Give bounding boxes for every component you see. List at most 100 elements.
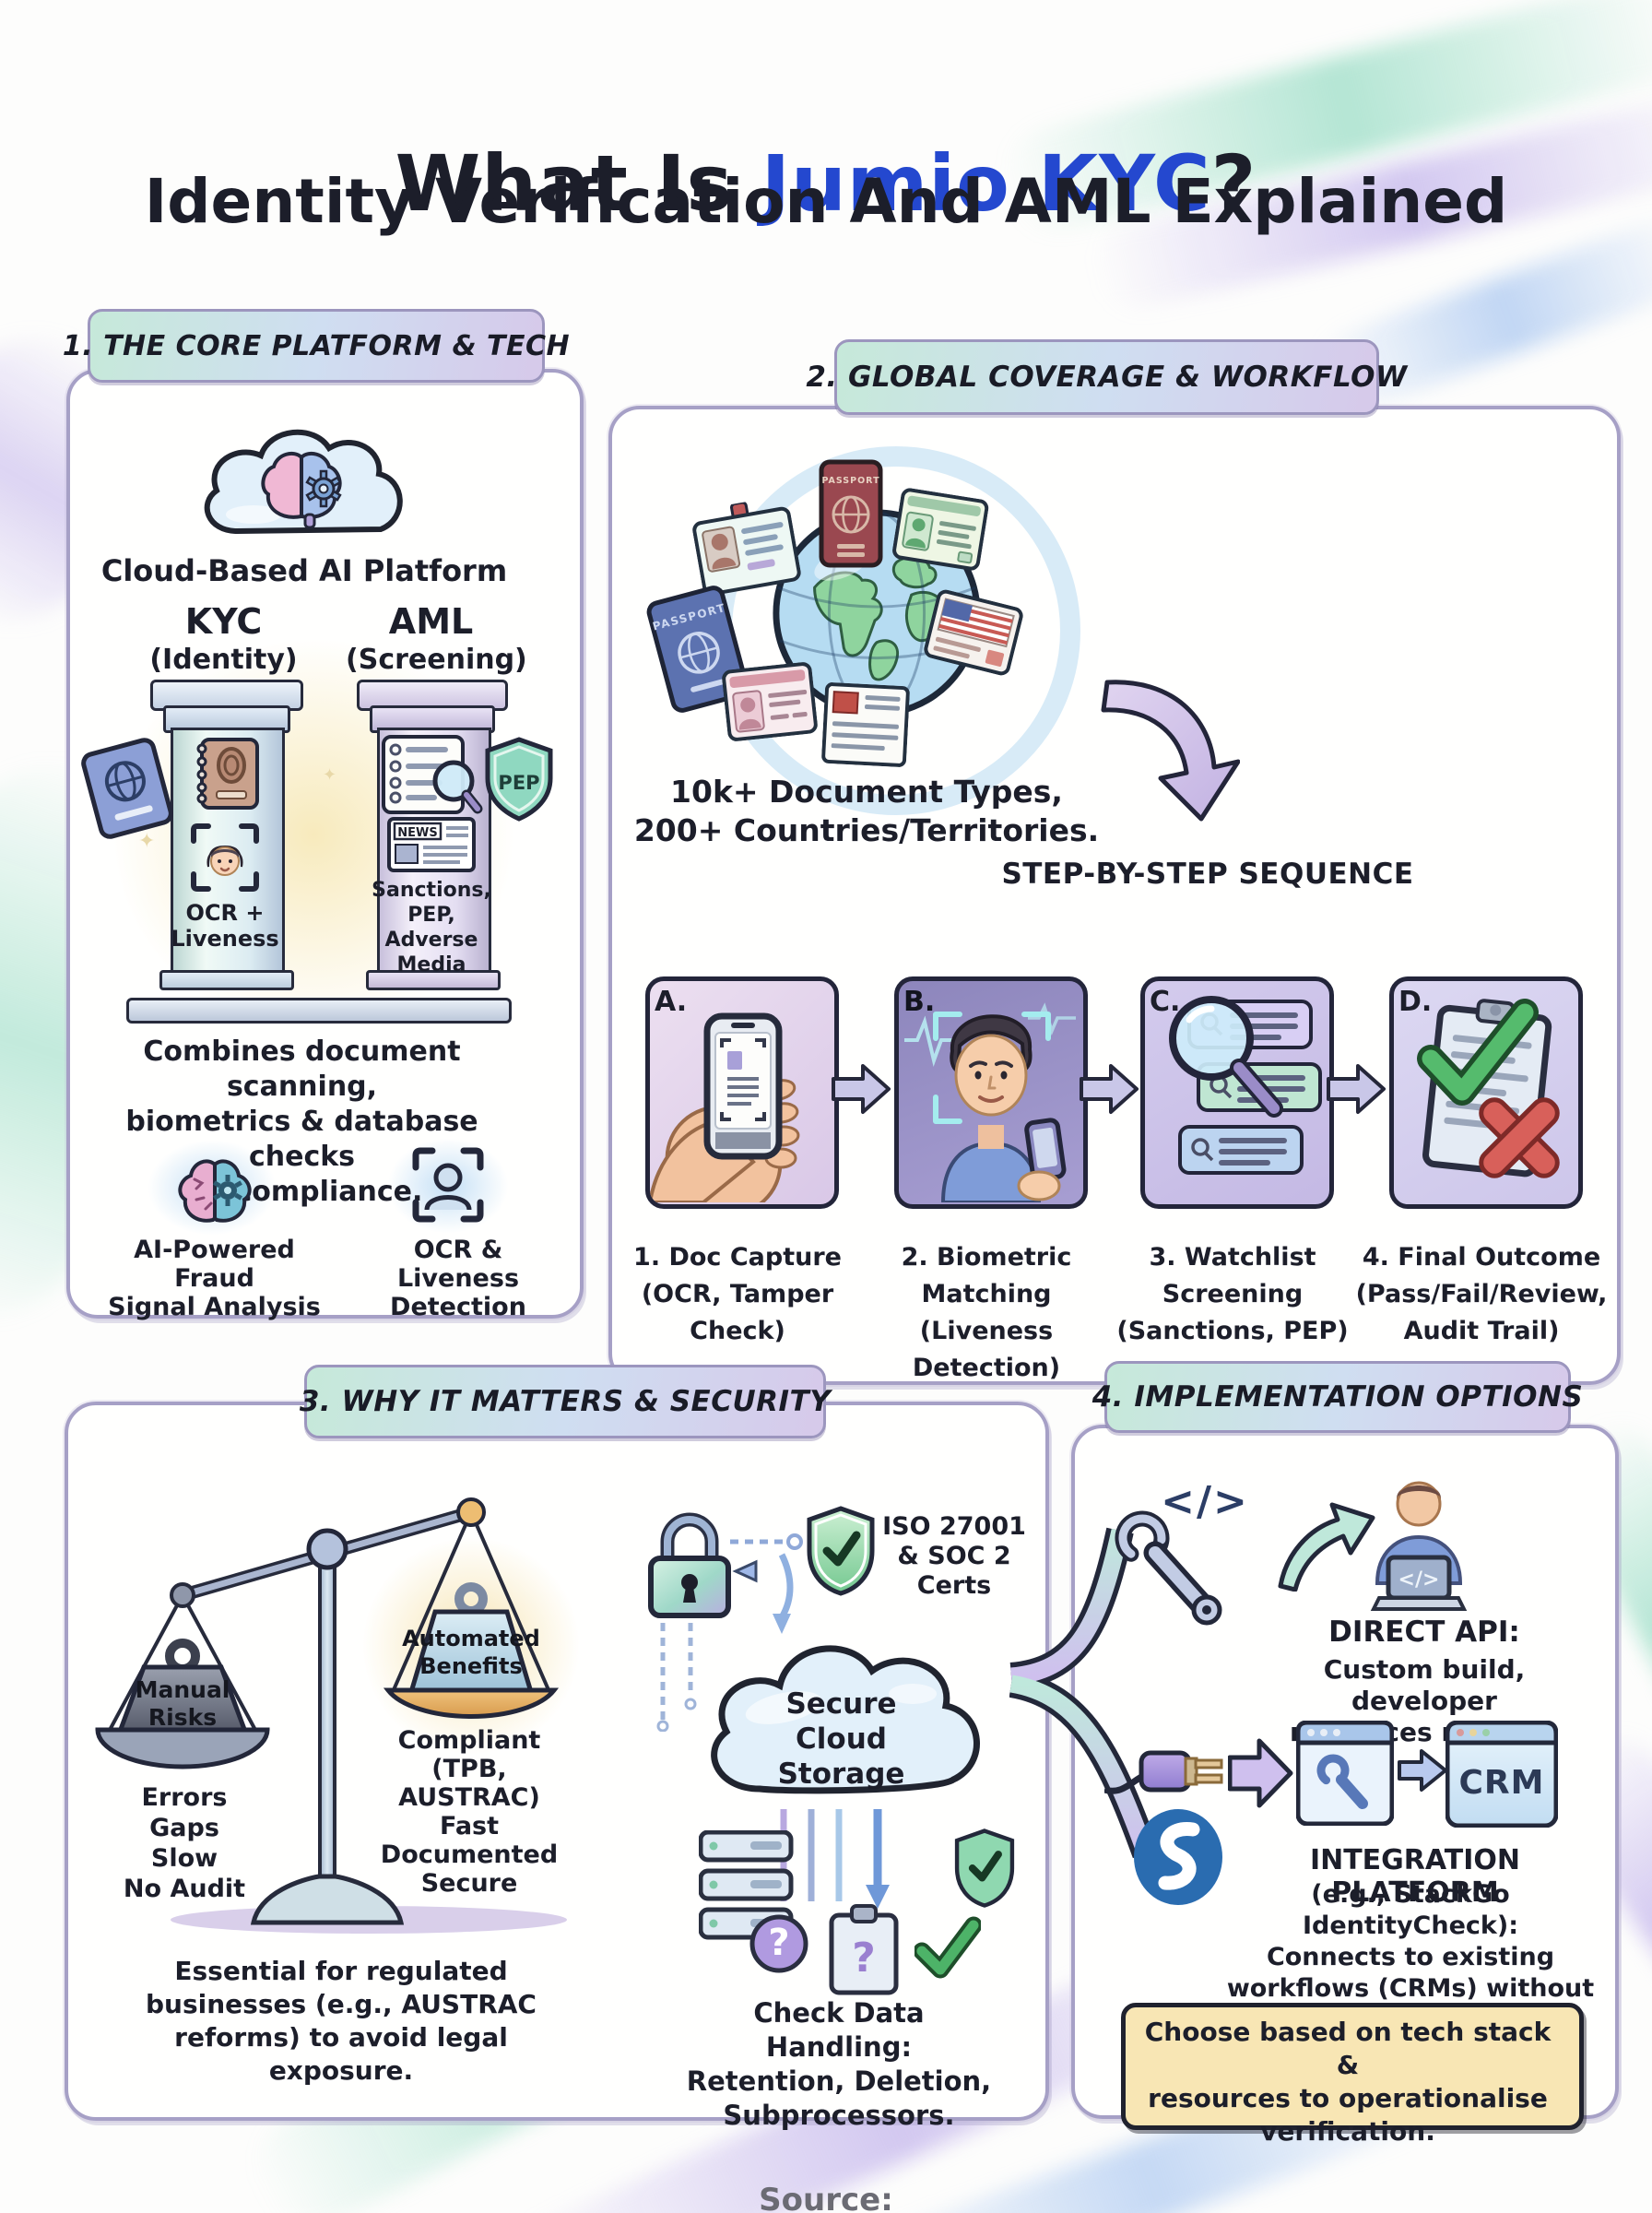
kyc-pillar <box>159 970 294 990</box>
data-handling-note: Check Data Handling: Retention, Deletion… <box>686 1997 992 2131</box>
workflow-arrow-icon <box>1101 680 1240 822</box>
step-card-outcome <box>1389 976 1583 1209</box>
step-caption: 1. Doc Capture (OCR, Tamper Check) <box>633 1243 842 1345</box>
passport-red-label: PASSPORT <box>821 476 879 486</box>
step-arrow-icon <box>1080 1064 1139 1114</box>
ocr-scan-icon <box>412 1147 484 1223</box>
footer-source: Source: stackgo.io <box>596 2145 1056 2213</box>
face-scan-icon <box>191 823 259 892</box>
auto-weight-label: Automated Benefits <box>402 1626 540 1679</box>
title-text: What Is <box>395 138 761 229</box>
kyc-pillar-label: OCR + Liveness <box>171 900 279 952</box>
feature-ocr-caption: OCR & Liveness Detection <box>390 1236 526 1321</box>
question-mark: ? <box>768 1922 790 1964</box>
lanyard-id-icon <box>692 501 801 597</box>
padlock-icon <box>648 1512 731 1618</box>
passport-icon <box>81 738 173 839</box>
step-letter: D. <box>1398 985 1433 1018</box>
developer-icon <box>1370 1481 1468 1611</box>
sequence-title: STEP-BY-STEP SEQUENCE <box>1001 858 1414 891</box>
step-letter: C. <box>1150 985 1181 1018</box>
section-header-core: 1. THE CORE PLATFORM & TECH <box>63 309 570 383</box>
green-check-icon <box>914 1916 981 1979</box>
news-label: NEWS <box>397 826 437 840</box>
doc-capture-illustration <box>650 1012 800 1204</box>
step-card-biometric <box>894 976 1088 1209</box>
crm-arrow-icon <box>1398 1749 1447 1792</box>
question-circle-icon <box>749 1914 808 1973</box>
aml-title: AML <box>388 601 474 642</box>
pink-id-icon <box>722 662 818 741</box>
kyc-title: KYC <box>184 601 263 642</box>
step-caption: 2. Biometric Matching (Liveness Detectio… <box>901 1243 1072 1382</box>
step-card-watchlist <box>1140 976 1334 1209</box>
shield-check-small-icon <box>954 1828 1015 1908</box>
crm-label: CRM <box>1458 1763 1545 1802</box>
section-header-security: 3. WHY IT MATTERS & SECURITY <box>300 1365 831 1438</box>
step-letter: B. <box>903 985 936 1018</box>
section-header-implementation: 4. IMPLEMENTATION OPTIONS <box>1092 1361 1583 1433</box>
wrench-icon <box>1115 1510 1222 1626</box>
outcome-illustration <box>1417 999 1560 1178</box>
aml-subtitle: (Screening) <box>346 644 527 676</box>
balance-scale <box>95 1497 580 1934</box>
id-notebook-icon <box>196 738 259 810</box>
passport-red-icon: PASSPORT <box>819 459 883 568</box>
watchlist-illustration <box>1169 996 1322 1175</box>
news-icon: NEWS <box>387 817 476 872</box>
aml-pillar <box>366 970 501 990</box>
coverage-stats: 10k+ Document Types, 200+ Countries/Terr… <box>633 774 1100 848</box>
green-id-icon <box>892 488 989 571</box>
step-arrow-icon <box>1327 1064 1386 1114</box>
title-question: ? <box>1210 138 1257 229</box>
step-arrow-icon <box>832 1064 891 1114</box>
clipboard-question-icon <box>829 1904 899 1995</box>
step-caption: 4. Final Outcome (Pass/Fail/Review, Audi… <box>1355 1243 1608 1345</box>
encrypted-stream-lines <box>656 1623 697 1732</box>
stamped-doc-icon <box>821 682 910 767</box>
ai-brain-icon <box>178 1159 252 1223</box>
essential-note: Essential for regulated businesses (e.g.… <box>146 1956 537 2086</box>
source-label: Source: <box>759 2182 893 2213</box>
question-mark: ? <box>852 1934 876 1982</box>
crm-box-icon <box>1446 1721 1558 1828</box>
branch-pipes <box>1009 1527 1160 1859</box>
step-card-doc-capture <box>645 976 839 1209</box>
direct-api-title: DIRECT API: <box>1328 1615 1520 1649</box>
integration-title: INTEGRATION PLATFORM <box>1309 1844 1521 1909</box>
plug-icon <box>1104 1750 1223 1794</box>
secure-cloud-icon <box>711 1645 980 1794</box>
laptop-code-glyph: </> <box>1398 1568 1440 1592</box>
sparkle-icon: ✦ <box>138 830 156 853</box>
cloud-ai-icon <box>204 429 403 535</box>
kyc-subtitle: (Identity) <box>149 644 298 676</box>
section-header-coverage: 2. GLOBAL COVERAGE & WORKFLOW <box>806 339 1407 415</box>
data-flow-arrows <box>730 1533 803 1634</box>
pep-shield-icon: PEP <box>485 737 553 822</box>
choose-note-box <box>1121 2003 1584 2130</box>
direct-api-arrow <box>1278 1502 1375 1592</box>
cloud-caption: Cloud-Based AI Platform <box>100 553 508 588</box>
certs-label: ISO 27001 & SOC 2 Certs <box>882 1512 1026 1600</box>
page-title: What Is Jumio KYC? <box>0 48 1652 229</box>
page-subtitle: Identity Verification And AML Explained <box>144 166 1508 237</box>
core-summary: Combines document scanning, biometrics &… <box>125 1035 478 1208</box>
auto-benefit-list: Compliant (TPB, AUSTRAC) Fast Documented… <box>380 1726 559 1898</box>
watchlist-doc-icon <box>382 735 483 814</box>
stackgo-logo <box>1134 1809 1222 1905</box>
aml-pillar-label: Sanctions, PEP, Adverse Media <box>372 879 491 976</box>
pillar-platform <box>126 998 512 1024</box>
title-brand: Jumio KYC <box>761 138 1211 229</box>
manual-weight-label: Manual Risks <box>135 1676 230 1731</box>
feature-ai-caption: AI-Powered Fraud Signal Analysis <box>108 1236 321 1321</box>
sparkle-icon: ✦ <box>323 765 337 785</box>
code-brackets: </> <box>1161 1477 1249 1525</box>
secure-cloud-label: Secure Cloud Storage <box>777 1687 905 1791</box>
shield-check-icon <box>807 1506 875 1596</box>
biometric-illustration <box>904 1002 1076 1204</box>
manual-risk-list: Errors Gaps Slow No Audit <box>123 1783 246 1903</box>
pep-label: PEP <box>498 772 539 794</box>
integration-arrow-icon <box>1228 1738 1293 1808</box>
step-letter: A. <box>655 985 688 1018</box>
